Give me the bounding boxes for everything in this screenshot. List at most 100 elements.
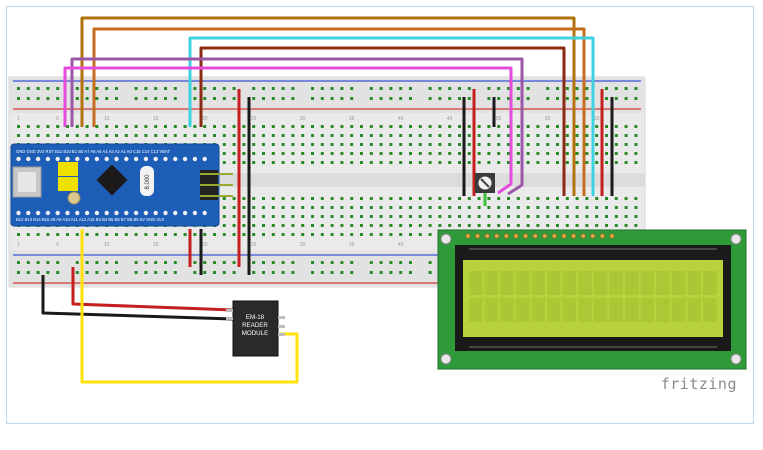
strip-hole [17, 233, 20, 236]
strip-hole [360, 143, 363, 146]
strip-hole [546, 224, 550, 227]
strip-hole [565, 224, 569, 227]
strip-hole [379, 206, 383, 209]
strip-hole [350, 134, 354, 137]
rail-hole [320, 97, 324, 100]
strip-hole [369, 233, 373, 236]
board-pin [35, 210, 41, 216]
strip-hole [497, 143, 501, 146]
lcd-cell [531, 298, 545, 322]
rail-hole [605, 87, 608, 90]
lcd-mount-hole-tl [440, 233, 452, 245]
strip-hole [311, 125, 314, 128]
rail-hole [144, 87, 148, 90]
strip-hole [536, 197, 540, 200]
strip-hole [546, 152, 550, 155]
rfid-pins [226, 309, 285, 336]
strip-hole [252, 134, 256, 137]
lcd-cell [515, 298, 530, 322]
strip-hole [467, 134, 471, 137]
rail-hole [605, 97, 608, 100]
rail-hole [115, 87, 118, 90]
strip-hole [409, 125, 412, 128]
strip-hole [516, 206, 520, 209]
strip-hole [624, 161, 628, 164]
strip-hole [556, 152, 559, 155]
row-number-bottom: 15 [153, 242, 159, 248]
strip-hole [271, 215, 275, 218]
rail-hole [213, 261, 216, 264]
strip-hole [409, 215, 412, 218]
strip-hole [134, 134, 138, 137]
strip-hole [595, 197, 599, 200]
strip-hole [330, 215, 334, 218]
strip-hole [134, 125, 138, 128]
strip-hole [409, 224, 412, 227]
board-pin [16, 210, 21, 216]
strip-hole [183, 125, 187, 128]
strip-hole [379, 233, 383, 236]
strip-hole [379, 197, 383, 200]
lcd-cell [578, 298, 592, 322]
rail-hole [173, 271, 177, 274]
strip-hole [409, 233, 412, 236]
rail-hole [614, 97, 618, 100]
strip-hole [389, 152, 393, 155]
strip-hole [546, 134, 550, 137]
board-pin [114, 156, 119, 162]
strip-hole [389, 161, 393, 164]
strip-hole [585, 215, 589, 218]
lcd-header-pin [484, 233, 490, 239]
row-number-top: 15 [153, 116, 159, 122]
strip-hole [428, 206, 432, 209]
rail-hole [213, 271, 216, 274]
rail-hole [75, 87, 79, 90]
rail-hole [105, 87, 109, 90]
strip-hole [634, 161, 638, 164]
rail-hole [75, 261, 79, 264]
strip-hole [536, 215, 540, 218]
strip-hole [546, 125, 550, 128]
rail-hole [379, 271, 383, 274]
lcd-cell [593, 298, 608, 322]
strip-hole [340, 206, 344, 209]
rfid-label-line1: EM-18 [246, 314, 265, 321]
strip-hole [330, 233, 334, 236]
strip-hole [271, 134, 275, 137]
strip-hole [242, 125, 246, 128]
strip-hole [389, 233, 393, 236]
strip-hole [595, 125, 599, 128]
strip-hole [575, 143, 579, 146]
row-number-bottom: 5 [56, 242, 59, 248]
strip-hole [428, 197, 432, 200]
strip-hole [173, 233, 177, 236]
lcd-mount-hole-br [730, 353, 742, 365]
board-pin [133, 210, 139, 216]
board-top-pin-row [16, 156, 207, 162]
strip-hole [438, 206, 442, 209]
rail-hole [26, 87, 30, 90]
strip-hole [575, 215, 579, 218]
strip-hole [66, 125, 69, 128]
rail-hole [281, 261, 285, 264]
strip-hole [605, 143, 608, 146]
strip-hole [634, 206, 638, 209]
strip-hole [507, 143, 510, 146]
row-number-bottom: 25 [251, 242, 257, 248]
board-pin [133, 156, 139, 162]
strip-hole [487, 161, 491, 164]
strip-hole [330, 125, 334, 128]
strip-hole [379, 125, 383, 128]
rail-hole [507, 97, 510, 100]
rail-hole [144, 271, 148, 274]
strip-hole [26, 134, 30, 137]
strip-hole [95, 233, 99, 236]
rail-hole [203, 87, 207, 90]
strip-hole [144, 134, 148, 137]
strip-hole [399, 161, 403, 164]
strip-hole [428, 152, 432, 155]
strip-hole [242, 134, 246, 137]
strip-hole [526, 215, 530, 218]
strip-hole [634, 215, 638, 218]
strip-hole [595, 143, 599, 146]
